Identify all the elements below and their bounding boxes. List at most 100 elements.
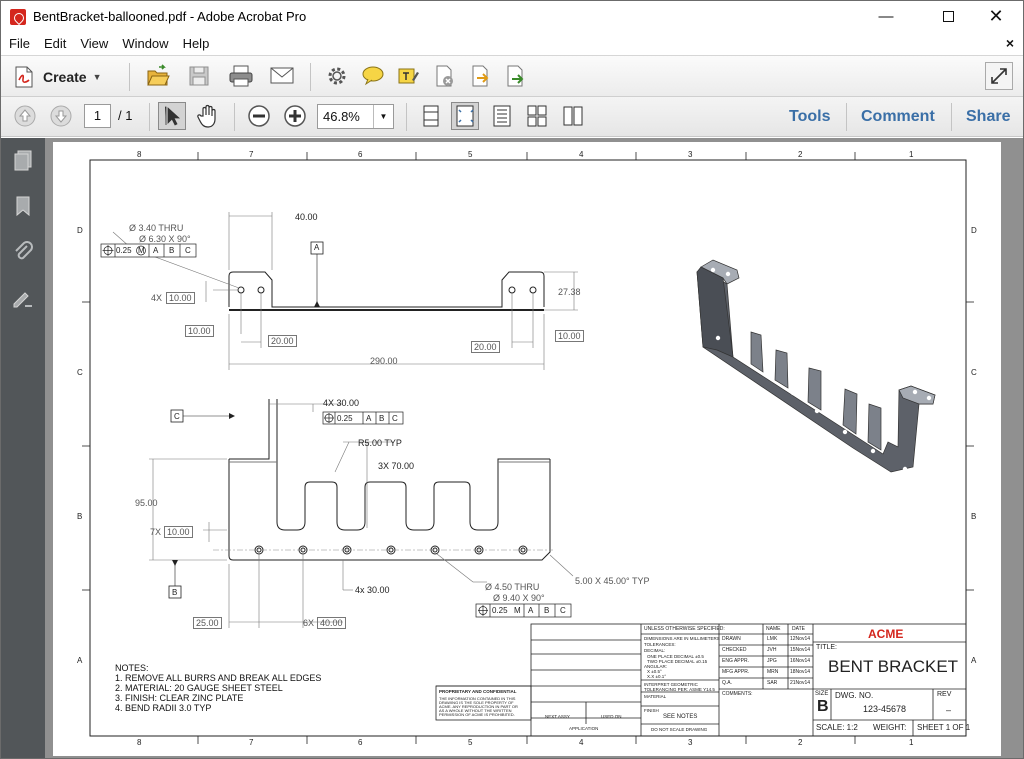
tools-pane-link[interactable]: Tools <box>789 108 831 125</box>
tb-finish: FINISH <box>644 708 659 713</box>
zone-label: 5 <box>468 150 473 159</box>
zoom-select[interactable]: 46.8% ▼ <box>317 104 394 129</box>
export-button[interactable] <box>466 62 494 90</box>
create-pdf-icon <box>15 66 33 88</box>
full-screen-button[interactable] <box>985 62 1013 90</box>
tb-two-place: TWO PLACE DECIMAL ±0.15 <box>647 659 708 664</box>
bookmark-icon[interactable] <box>11 194 35 218</box>
zoom-out-button[interactable] <box>245 102 273 130</box>
title-bar: BentBracket-ballooned.pdf - Adobe Acroba… <box>1 1 1023 32</box>
toolbar-divider <box>406 103 407 131</box>
count-4x: 4X <box>151 293 163 303</box>
tb-mfg-date: 18Nov14 <box>790 669 811 675</box>
menu-edit[interactable]: Edit <box>43 36 67 51</box>
signature-pen-icon[interactable] <box>11 286 35 310</box>
tb-size: B <box>817 698 829 715</box>
menu-help[interactable]: Help <box>182 36 210 51</box>
arrow-down-icon <box>50 105 72 127</box>
dimension-95: 95.00 <box>135 498 158 508</box>
select-tool-button[interactable] <box>158 102 186 130</box>
tb-comments: COMMENTS: <box>722 691 753 697</box>
tb-see-notes: SEE NOTES <box>663 714 698 720</box>
zone-label: 1 <box>909 738 914 747</box>
navigation-toolbar <box>1 97 1023 137</box>
tb-size-label: SIZE <box>815 691 829 697</box>
sign-button[interactable] <box>430 62 458 90</box>
minus-circle-icon <box>248 105 270 127</box>
tb-dims-mm: DIMENSIONS ARE IN MILLIMETERS <box>644 636 720 641</box>
tb-dwg-label: DWG. NO. <box>835 691 874 700</box>
two-page-button[interactable] <box>559 102 587 130</box>
zone-label: A <box>971 656 977 665</box>
previous-page-button[interactable] <box>11 102 39 130</box>
company-name: ACME <box>868 627 904 641</box>
fcf-datum: A <box>153 246 159 255</box>
zone-label: 7 <box>249 150 254 159</box>
hand-icon <box>197 104 216 128</box>
share-pane-link[interactable]: Share <box>966 108 1011 125</box>
print-button[interactable] <box>227 62 255 90</box>
zone-label: 5 <box>468 738 473 747</box>
settings-button[interactable] <box>323 62 351 90</box>
save-button[interactable] <box>185 62 213 90</box>
fit-page-icon <box>456 105 474 127</box>
zone-label: 3 <box>688 150 693 159</box>
tb-scale: SCALE: 1:2 <box>816 723 858 732</box>
page-count: / 1 <box>118 108 133 123</box>
fit-page-button[interactable] <box>451 102 479 130</box>
tb-checked: CHECKED <box>722 647 747 653</box>
email-button[interactable] <box>268 62 296 90</box>
scrolling-mode-button[interactable] <box>417 102 445 130</box>
close-document-icon[interactable]: × <box>1005 35 1014 51</box>
tb-interpret-std: TOLERANCING PER: ASME Y14.5 <box>644 687 715 692</box>
close-window-button[interactable]: ✕ <box>988 6 1004 26</box>
hole-callout: Ø 6.30 X 90° <box>139 234 191 244</box>
zone-label: 6 <box>358 150 363 159</box>
tb-sheet: SHEET 1 OF 1 <box>917 723 971 732</box>
tb-mfg-name: MRN <box>767 669 779 675</box>
tb-angular: ANGULAR: <box>644 664 668 669</box>
zone-label: 2 <box>798 150 803 159</box>
comment-pane-link[interactable]: Comment <box>861 108 935 125</box>
page-number-input[interactable]: 1 <box>84 104 111 128</box>
note-item: 2. MATERIAL: 20 GAUGE SHEET STEEL <box>115 683 283 693</box>
document-export-icon <box>472 65 489 87</box>
menu-view[interactable]: View <box>80 36 109 51</box>
maximize-button[interactable] <box>925 1 971 32</box>
paperclip-icon[interactable] <box>11 240 35 264</box>
expand-arrows-icon <box>991 68 1007 84</box>
document-viewport[interactable]: 8 7 6 5 4 3 2 1 8 7 6 5 4 3 2 1 D C B A … <box>45 138 1023 758</box>
note-item: 4. BEND RADII 3.0 TYP <box>115 703 212 713</box>
menu-window[interactable]: Window <box>122 36 169 51</box>
zoom-in-button[interactable] <box>281 102 309 130</box>
fit-width-button[interactable] <box>488 102 516 130</box>
highlight-button[interactable] <box>394 62 422 90</box>
two-page-scroll-button[interactable] <box>523 102 551 130</box>
menu-file[interactable]: File <box>9 36 30 51</box>
page-thumbnails-icon[interactable] <box>11 148 35 172</box>
next-page-button[interactable] <box>47 102 75 130</box>
create-button[interactable]: Create ▼ <box>11 63 102 91</box>
tb-prop-text: DRAWING IS THE SOLE PROPERTY OF <box>439 700 514 705</box>
tb-qa-date: 21Nov14 <box>790 680 811 686</box>
fcf-tolerance: 0.25 <box>492 606 508 615</box>
tb-title-label: TITLE: <box>816 644 838 651</box>
chevron-down-icon[interactable]: ▼ <box>373 105 393 128</box>
tb-interpret: INTERPRET GEOMETRIC <box>644 682 698 687</box>
comment-button[interactable] <box>359 62 387 90</box>
page-scroll-icon <box>423 105 439 127</box>
tb-rev-label: REV <box>937 691 952 698</box>
dimension-20: 20.00 <box>471 341 500 353</box>
document-send-icon <box>507 65 524 87</box>
tb-decimal: DECIMAL: <box>644 648 666 653</box>
highlighter-icon <box>398 68 419 84</box>
share-file-button[interactable] <box>501 62 529 90</box>
note-item: 1. REMOVE ALL BURRS AND BREAK ALL EDGES <box>115 673 322 683</box>
tb-prop-text: ACME. ANY REPRODUCTION IN PART OR <box>439 704 518 709</box>
minimize-button[interactable]: — <box>878 8 894 25</box>
hand-tool-button[interactable] <box>194 102 222 130</box>
drawing-notes: NOTES: 1. REMOVE ALL BURRS AND BREAK ALL… <box>115 663 321 713</box>
zone-label: B <box>971 512 977 521</box>
open-button[interactable] <box>144 62 172 90</box>
tb-prop-text: PERMISSION OF ACME IS PROHIBITED. <box>439 712 515 717</box>
